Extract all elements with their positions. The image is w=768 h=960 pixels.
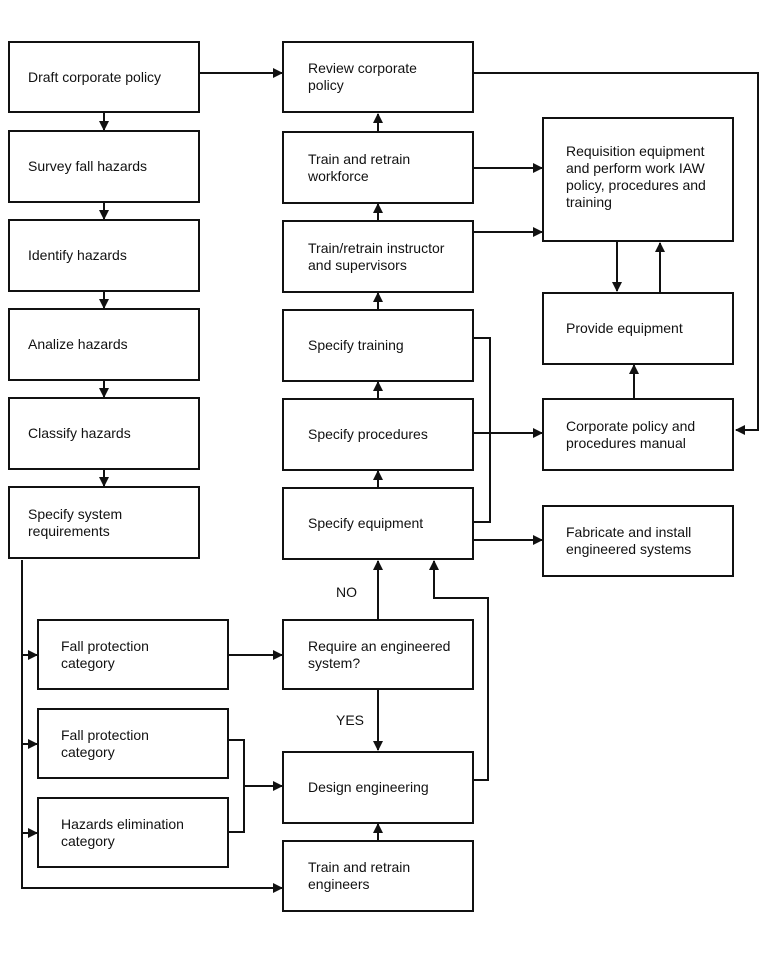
node-label: Corporate policy and procedures manual: [566, 417, 696, 451]
node-label: Analize hazards: [28, 336, 128, 352]
arrow-review-to-manual: [474, 72, 759, 435]
edge-label-yes: YES: [336, 712, 365, 728]
node-train-instructors: Train/retrain instructor and supervisors: [282, 220, 474, 293]
node-provide-equipment: Provide equipment: [542, 292, 734, 365]
node-policy-manual: Corporate policy and procedures manual: [542, 398, 734, 471]
node-label: Fall protection category: [61, 726, 149, 760]
node-label: Classify hazards: [28, 425, 131, 441]
node-label: Provide equipment: [566, 320, 683, 336]
node-label: Train and retrain workforce: [308, 150, 411, 184]
node-specify-training: Specify training: [282, 309, 474, 382]
node-label: Survey fall hazards: [28, 158, 148, 174]
node-draft-policy: Draft corporate policy: [8, 41, 200, 113]
node-design-engineering: Design engineering: [282, 751, 474, 824]
node-require-engineered: Require an engineered system?: [282, 619, 474, 690]
node-identify-hazards: Identify hazards: [8, 219, 200, 292]
node-label: Train/retrain instructor and supervisors: [308, 239, 445, 273]
node-label: Review corporate policy: [308, 60, 417, 93]
node-label: Identify hazards: [28, 247, 127, 263]
node-fabricate-install: Fabricate and install engineered systems: [542, 505, 734, 577]
node-fall-protection-2: Fall protection category: [37, 708, 229, 779]
node-label: Design engineering: [308, 779, 429, 795]
node-label: Train and retrain engineers: [308, 859, 411, 892]
node-review-policy: Review corporate policy: [282, 41, 474, 113]
node-specify-requirements: Specify system requirements: [8, 486, 200, 559]
arrow-design-to-equipment: [429, 560, 489, 781]
node-specify-procedures: Specify procedures: [282, 398, 474, 471]
node-analize-hazards: Analize hazards: [8, 308, 200, 381]
node-label: Hazards elimination category: [61, 815, 184, 849]
node-hazards-elimination: Hazards elimination category: [37, 797, 229, 868]
node-label: Fabricate and install engineered systems: [566, 524, 692, 557]
line-fall2-bracket: [229, 739, 245, 833]
node-survey-hazards: Survey fall hazards: [8, 130, 200, 203]
node-train-engineers: Train and retrain engineers: [282, 840, 474, 912]
node-label: Requisition equipment and perform work I…: [566, 143, 706, 210]
node-label: Require an engineered system?: [308, 637, 451, 671]
node-classify-hazards: Classify hazards: [8, 397, 200, 470]
node-fall-protection-1: Fall protection category: [37, 619, 229, 690]
node-label: Specify training: [308, 337, 404, 353]
node-label: Specify equipment: [308, 515, 424, 531]
node-label: Specify system requirements: [28, 505, 123, 539]
node-label: Draft corporate policy: [28, 68, 162, 85]
edge-label-no: NO: [336, 584, 357, 600]
line-requirements-trunk: [21, 560, 283, 893]
node-train-workforce: Train and retrain workforce: [282, 131, 474, 204]
node-label: Fall protection category: [61, 637, 149, 671]
node-label: Specify procedures: [308, 426, 428, 442]
node-requisition-equipment: Requisition equipment and perform work I…: [542, 117, 734, 242]
line-training-equipment-bracket: [474, 337, 491, 523]
node-specify-equipment: Specify equipment: [282, 487, 474, 560]
